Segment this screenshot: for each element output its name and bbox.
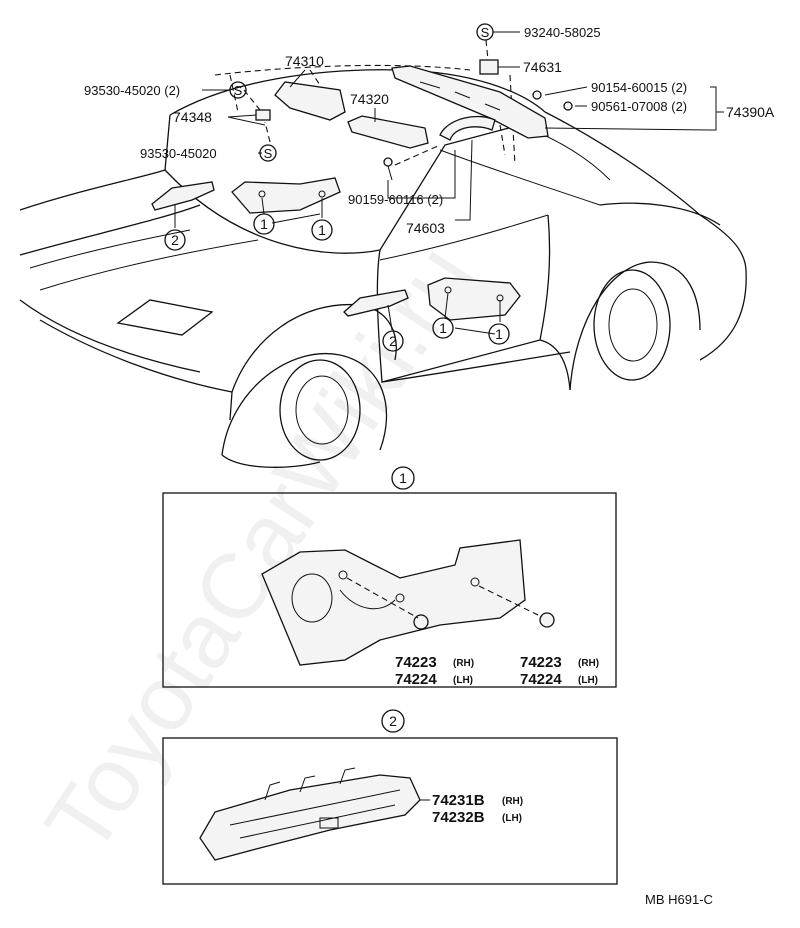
svg-text:S: S — [481, 25, 490, 40]
screw-90159 — [383, 157, 393, 167]
detail-2-frame — [162, 737, 618, 885]
courtesy-lamp-door — [343, 289, 409, 317]
svg-text:S: S — [264, 146, 273, 161]
label-90154: 90154-60015 (2) — [591, 80, 687, 95]
detail-1-marker: 1 — [391, 466, 415, 490]
callout-1-front-b: 1 — [311, 219, 333, 241]
roof-parts — [214, 59, 573, 181]
detail-1-left-side1: (RH) — [453, 658, 474, 669]
label-74348: 74348 — [173, 109, 212, 125]
detail-2-side1: (RH) — [502, 796, 523, 807]
detail-2-line2: 74232B — [432, 809, 485, 826]
s-symbol-93530-top: S — [229, 81, 247, 99]
detail-2-side2: (LH) — [502, 813, 522, 824]
label-90561: 90561-07008 (2) — [591, 99, 687, 114]
screw-90561 — [563, 101, 573, 111]
label-93240: 93240-58025 — [524, 25, 601, 40]
svg-text:S: S — [234, 83, 243, 98]
upper-labels: 74310 74320 74348 93530-45020 (2) 93530-… — [84, 25, 775, 236]
callout-2-door: 2 — [382, 330, 404, 352]
detail-1-right-line2: 74224 — [520, 671, 562, 688]
clip-74348 — [255, 109, 271, 121]
detail-2: 2 74231B (RH) 74232B (LH) — [162, 709, 618, 885]
label-93530-top: 93530-45020 (2) — [84, 83, 180, 98]
callout-2-front: 2 — [164, 229, 186, 251]
sun-visor-74320 — [347, 115, 429, 149]
label-74320: 74320 — [350, 91, 389, 107]
detail-1-left-line2: 74224 — [395, 671, 437, 688]
detail-1-trim — [261, 539, 526, 666]
assist-grip-74603 — [439, 115, 496, 141]
detail-1-left-line1: 74223 — [395, 654, 437, 671]
s-symbol-93530-mid: S — [259, 144, 277, 162]
callout-markers: 1 1 2 1 1 2 — [164, 213, 510, 352]
label-74390a: 74390A — [726, 104, 775, 120]
svg-text:1: 1 — [495, 326, 503, 342]
svg-text:2: 2 — [389, 333, 397, 349]
callout-1-front-a: 1 — [253, 213, 275, 235]
svg-text:2: 2 — [171, 232, 179, 248]
callout-1-rear-a: 1 — [432, 317, 454, 339]
svg-text:1: 1 — [260, 216, 268, 232]
detail-1: 1 74223 (RH) 74224 (LH) 74223 (RH) 74224… — [162, 466, 617, 688]
svg-text:2: 2 — [389, 713, 397, 729]
detail-2-marker: 2 — [381, 709, 405, 733]
detail-1-right-side2: (LH) — [578, 675, 598, 686]
courtesy-lamp-front — [151, 181, 215, 211]
detail-1-right-line1: 74223 — [520, 654, 562, 671]
label-74631: 74631 — [523, 59, 562, 75]
pillar-trim-front — [231, 177, 341, 214]
pillar-trim-rear — [427, 277, 521, 321]
svg-text:1: 1 — [439, 320, 447, 336]
roof-trim-74390a — [391, 65, 549, 139]
label-74603: 74603 — [406, 220, 445, 236]
svg-text:1: 1 — [318, 222, 326, 238]
detail-1-left-side2: (LH) — [453, 675, 473, 686]
svg-text:1: 1 — [399, 470, 407, 486]
screw-90154 — [532, 90, 542, 100]
detail-1-frame — [162, 492, 617, 688]
label-90159: 90159-60116 (2) — [348, 192, 443, 207]
callout-1-rear-b: 1 — [488, 323, 510, 345]
car-body-outline — [19, 69, 747, 468]
detail-2-lamp — [199, 774, 421, 861]
leader-lines — [174, 31, 724, 335]
label-74310: 74310 — [285, 53, 324, 69]
side-trim-parts — [151, 177, 521, 321]
sun-visor-74310 — [274, 81, 346, 121]
diagram-code: MB H691-C — [645, 892, 713, 907]
label-93530-mid: 93530-45020 — [140, 146, 217, 161]
detail-2-line1: 74231B — [432, 792, 485, 809]
detail-1-right-side1: (RH) — [578, 658, 599, 669]
s-symbols: S S S — [229, 23, 494, 162]
s-symbol-93240: S — [476, 23, 494, 41]
clip-74631 — [479, 59, 499, 75]
watermark: ToyotaCarWiki.ru — [26, 228, 493, 871]
